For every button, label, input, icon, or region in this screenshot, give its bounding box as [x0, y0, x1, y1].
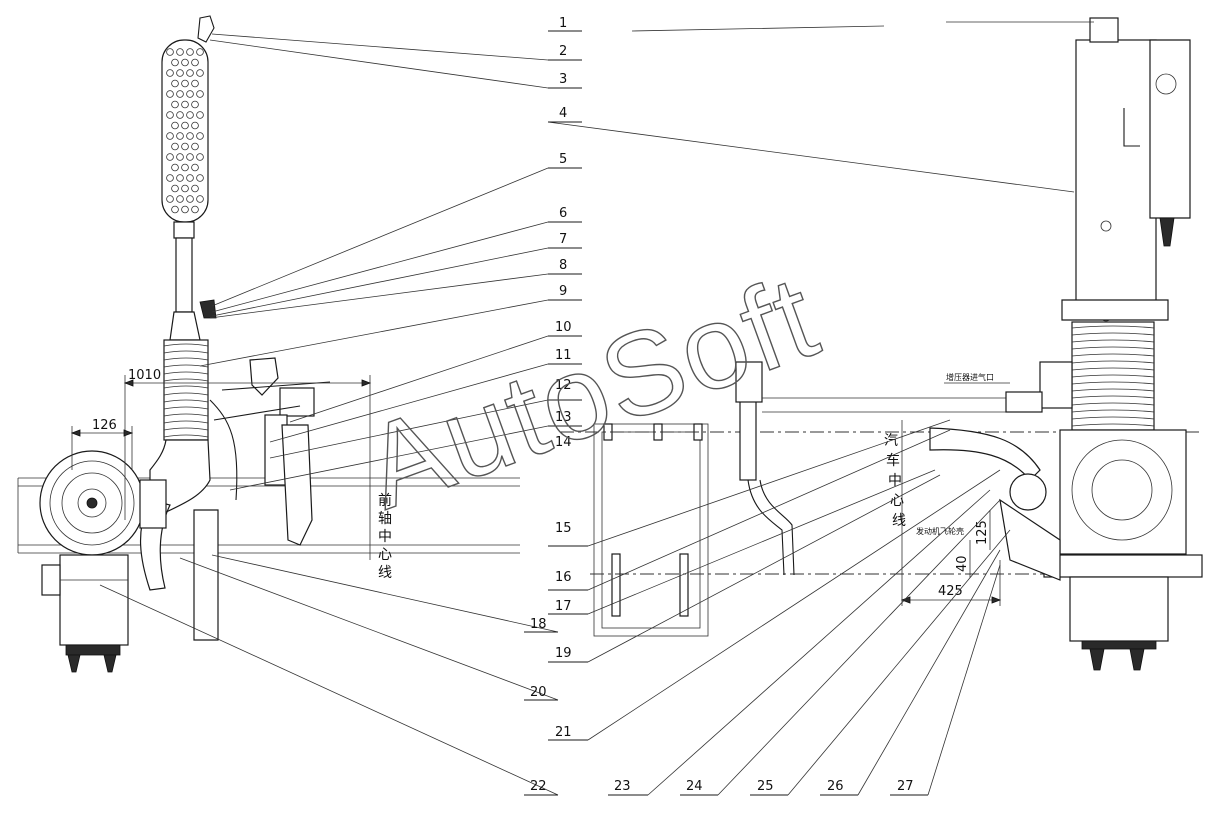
callout-5: 5 — [548, 152, 582, 169]
dimension-40: 40 — [955, 540, 971, 578]
svg-text:2: 2 — [559, 44, 567, 59]
svg-text:7: 7 — [559, 232, 567, 247]
dimension-126: 126 — [70, 418, 134, 470]
turbo-inlet-label: 增压器进气口 — [946, 372, 994, 382]
svg-text:中: 中 — [378, 529, 392, 545]
mount-brackets — [193, 357, 331, 641]
svg-text:25: 25 — [757, 779, 774, 794]
svg-text:9: 9 — [559, 284, 567, 299]
svg-text:26: 26 — [827, 779, 844, 794]
callout-11: 11 — [548, 348, 582, 365]
callout-26: 26 — [820, 779, 858, 796]
callout-17: 17 — [548, 599, 588, 615]
left-side-view: 1010 126 前 轴 中 心 线 — [17, 15, 520, 673]
callout-16: 16 — [548, 570, 588, 591]
svg-text:汽: 汽 — [884, 433, 898, 449]
svg-text:13: 13 — [555, 410, 572, 425]
dimension-125-text: 125 — [975, 520, 990, 545]
dimension-1010: 1010 — [123, 368, 372, 560]
svg-text:车: 车 — [886, 452, 900, 469]
svg-text:15: 15 — [555, 521, 572, 536]
svg-text:心: 心 — [378, 547, 392, 563]
callout-12: 12 — [548, 378, 582, 401]
callout-10: 10 — [548, 320, 582, 337]
callout-1: 1 — [548, 16, 582, 32]
svg-text:17: 17 — [555, 599, 572, 614]
svg-text:23: 23 — [614, 779, 631, 794]
callout-24: 24 — [680, 779, 718, 796]
svg-text:12: 12 — [555, 378, 572, 393]
vehicle-centerline-label: 汽 车 中 心 线 — [884, 433, 906, 529]
callout-25: 25 — [750, 779, 788, 796]
right-side-view: 425 40 125 汽 车 中 心 线 增压器进气口 发动机飞轮壳 — [884, 17, 1203, 671]
svg-text:14: 14 — [555, 435, 572, 450]
scr-canister — [41, 554, 129, 673]
svg-text:4: 4 — [559, 106, 567, 121]
front-axle-centerline-label: 前 轴 中 心 线 — [378, 492, 392, 581]
callout-3: 3 — [548, 72, 582, 89]
dimension-126-text: 126 — [92, 418, 117, 433]
svg-text:1: 1 — [559, 16, 567, 31]
leader-lines — [99, 21, 1094, 796]
svg-text:27: 27 — [897, 779, 914, 794]
callout-14: 14 — [555, 435, 572, 450]
svg-text:10: 10 — [555, 320, 572, 335]
svg-text:18: 18 — [530, 617, 547, 632]
callout-2: 2 — [548, 44, 582, 61]
callout-labels: 1 2 3 4 5 6 7 8 9 10 11 12 13 14 15 16 1… — [524, 16, 928, 796]
dimension-125: 125 — [975, 510, 991, 550]
svg-text:前: 前 — [378, 492, 392, 509]
callout-20: 20 — [524, 685, 558, 701]
muffler-end — [39, 450, 167, 556]
svg-text:6: 6 — [559, 206, 567, 221]
svg-text:线: 线 — [892, 513, 906, 529]
callout-19: 19 — [548, 646, 588, 663]
svg-text:轴: 轴 — [378, 511, 392, 527]
callout-6: 6 — [548, 206, 582, 223]
svg-text:24: 24 — [686, 779, 703, 794]
callout-21: 21 — [548, 725, 588, 741]
callout-4: 4 — [548, 106, 582, 123]
vertical-tailpipe — [169, 221, 217, 341]
svg-text:19: 19 — [555, 646, 572, 661]
watermark: AutoSoft — [349, 250, 835, 534]
svg-text:20: 20 — [530, 685, 547, 700]
callout-27: 27 — [890, 779, 928, 796]
svg-text:21: 21 — [555, 725, 572, 740]
flex-bellows — [163, 339, 209, 441]
callout-18: 18 — [524, 617, 558, 633]
dimension-40-text: 40 — [955, 555, 970, 572]
svg-text:5: 5 — [559, 152, 567, 167]
dimension-425-text: 425 — [938, 584, 963, 599]
small-note-label: 发动机飞轮壳 — [916, 526, 964, 536]
callout-7: 7 — [548, 232, 582, 249]
svg-text:22: 22 — [530, 779, 547, 794]
svg-text:11: 11 — [555, 348, 572, 363]
heat-shield — [161, 15, 215, 223]
callout-8: 8 — [548, 258, 582, 275]
callout-23: 23 — [608, 779, 648, 796]
svg-text:线: 线 — [378, 565, 392, 581]
svg-text:3: 3 — [559, 72, 567, 87]
svg-text:8: 8 — [559, 258, 567, 273]
callout-9: 9 — [548, 284, 582, 301]
callout-15: 15 — [548, 521, 588, 547]
callout-22: 22 — [524, 779, 558, 796]
dimension-1010-text: 1010 — [128, 368, 161, 383]
svg-text:心: 心 — [890, 493, 904, 509]
svg-text:16: 16 — [555, 570, 572, 585]
callout-13: 13 — [548, 410, 582, 427]
